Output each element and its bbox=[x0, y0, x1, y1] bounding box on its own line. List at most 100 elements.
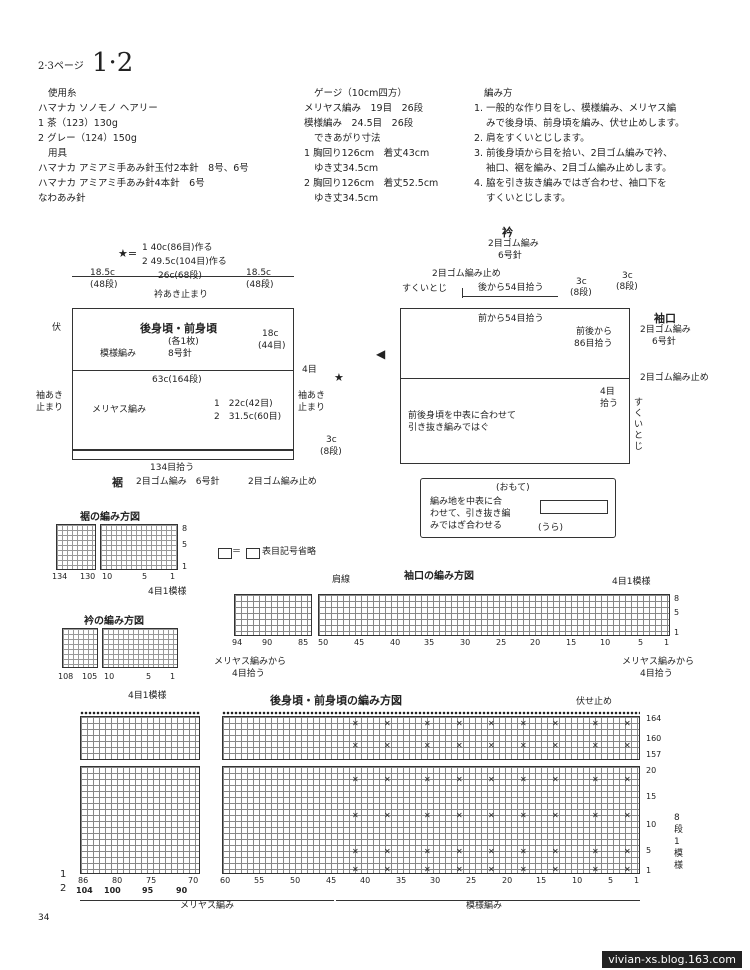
gauge-row-1: メリヤス編み 19目 26段 bbox=[304, 103, 424, 114]
body-num-1: 5 bbox=[608, 876, 614, 885]
cable-cross-mark: ✕ bbox=[592, 741, 599, 750]
bind-label: 伏 bbox=[52, 323, 62, 333]
body-chart-title: 後身頃・前身頃の編み方図 bbox=[270, 694, 402, 707]
neck-stop: 衿あき止まり bbox=[154, 290, 209, 300]
cable-cross-mark: ✕ bbox=[424, 775, 431, 784]
side-height: 18c bbox=[262, 329, 279, 339]
height-2: 2 31.5c(60目) bbox=[214, 412, 282, 422]
pattern-label: 模様編み bbox=[100, 349, 137, 359]
body-num-1: 10 bbox=[572, 876, 583, 885]
legend-box-2 bbox=[246, 548, 260, 559]
tool-2: ハマナカ アミアミ手あみ針4本針 6号 bbox=[38, 178, 205, 189]
body-chart-bottom-right bbox=[222, 766, 640, 874]
body-num-1: 70 bbox=[188, 876, 199, 885]
cable-cross-mark: ✕ bbox=[424, 719, 431, 728]
cuff-chart-grid-left bbox=[234, 594, 312, 636]
body-chart-top-right bbox=[222, 716, 640, 760]
cuff-row: 1 bbox=[674, 628, 680, 637]
size-1b: ゆき丈34.5cm bbox=[314, 163, 379, 174]
gauge-row-2: 模様編み 24.5目 26段 bbox=[304, 118, 414, 129]
body-row-top: 157 bbox=[646, 750, 662, 759]
neck-title: 衿 bbox=[502, 226, 513, 239]
cable-cross-mark: ✕ bbox=[384, 865, 391, 874]
neck-h-right: 3c bbox=[622, 271, 633, 281]
cuff-chart-title: 袖口の編み方図 bbox=[404, 571, 474, 582]
cable-cross-mark: ✕ bbox=[552, 719, 559, 728]
cable-cross-mark: ✕ bbox=[384, 847, 391, 856]
step-line: 1. 一般的な作り目をし、模様編み、メリヤス編 bbox=[474, 103, 677, 114]
cuff-pick-2: 86目拾う bbox=[574, 339, 613, 349]
size-heading: できあがり寸法 bbox=[314, 133, 381, 144]
cable-cross-mark: ✕ bbox=[456, 741, 463, 750]
cuff-chart-grid-right bbox=[318, 594, 670, 636]
cast-on-1: 1 40c(86目)作る bbox=[142, 243, 213, 253]
cable-cross-mark: ✕ bbox=[624, 775, 631, 784]
body-chart-top-left bbox=[80, 716, 200, 760]
cable-cross-mark: ✕ bbox=[352, 865, 359, 874]
repeat-label: 8段1模様 bbox=[674, 813, 684, 871]
neck-h-left: 3c bbox=[576, 277, 587, 287]
cable-cross-mark: ✕ bbox=[520, 741, 527, 750]
body-num-1: 75 bbox=[146, 876, 157, 885]
page-number: 34 bbox=[38, 913, 50, 923]
body-num-1: 50 bbox=[290, 876, 301, 885]
join-illustration bbox=[540, 500, 608, 514]
cuff-rib: 2目ゴム編み bbox=[640, 325, 691, 335]
neck-chart-grid-right bbox=[102, 628, 178, 668]
sleeve-stop-right: 袖あき止まり bbox=[298, 391, 326, 413]
cuff-bind: 2目ゴム編み止め bbox=[640, 373, 709, 383]
neck-h-right-rows: (8段) bbox=[616, 282, 638, 292]
cable-cross-mark: ✕ bbox=[384, 741, 391, 750]
bind-off-label: 伏せ止め bbox=[576, 697, 613, 707]
cable-cross-mark: ✕ bbox=[552, 775, 559, 784]
cable-cross-mark: ✕ bbox=[552, 865, 559, 874]
body-num-2: 104 bbox=[76, 886, 93, 895]
section-pattern: 模様編み bbox=[466, 901, 503, 911]
body-num-1: 45 bbox=[326, 876, 337, 885]
cast-on-2: 2 49.5c(104目)作る bbox=[142, 257, 227, 267]
body-num-1: 20 bbox=[502, 876, 513, 885]
yarn-name: ハマナカ ソノモノ ヘアリー bbox=[38, 103, 158, 114]
sleeve-stop-left: 袖あき止まり bbox=[36, 391, 64, 413]
stockinette-label: メリヤス編み bbox=[92, 405, 147, 415]
body-count: (各1枚) bbox=[168, 337, 199, 347]
step-line: 袖口、裾を編み、2目ゴム編み止めします。 bbox=[486, 163, 672, 174]
neck-num: 108 bbox=[58, 672, 74, 681]
cable-cross-mark: ✕ bbox=[352, 811, 359, 820]
row-1-label: 1 bbox=[60, 869, 67, 880]
body-row-top: 164 bbox=[646, 714, 662, 723]
body-num-1: 60 bbox=[220, 876, 231, 885]
join-detail-3: みではぎ合わせる bbox=[430, 521, 503, 531]
length-label: 63c(164段) bbox=[152, 375, 202, 385]
bind-off-row-left bbox=[80, 711, 200, 715]
cable-cross-mark: ✕ bbox=[456, 847, 463, 856]
cuff-num: 20 bbox=[530, 638, 541, 647]
cuff-num: 85 bbox=[298, 638, 309, 647]
arrow-left: ◀ bbox=[376, 347, 386, 361]
cable-cross-mark: ✕ bbox=[624, 719, 631, 728]
cable-cross-mark: ✕ bbox=[456, 719, 463, 728]
size-2a: 2 胸回り126cm 着丈52.5cm bbox=[304, 178, 439, 189]
tool-3: なわあみ針 bbox=[38, 193, 86, 204]
cable-cross-mark: ✕ bbox=[424, 811, 431, 820]
body-num-1: 30 bbox=[430, 876, 441, 885]
cuff-num: 50 bbox=[318, 638, 329, 647]
cable-cross-mark: ✕ bbox=[592, 847, 599, 856]
cuff-title: 袖口 bbox=[654, 312, 676, 325]
body-row-bot: 5 bbox=[646, 846, 652, 855]
cuff-num: 40 bbox=[390, 638, 401, 647]
cuff-num: 45 bbox=[354, 638, 365, 647]
bind-off-row-right bbox=[222, 711, 640, 715]
cuff-num: 25 bbox=[496, 638, 507, 647]
neck-num: 1 bbox=[170, 672, 176, 681]
cast-on-star: ★= bbox=[118, 247, 138, 260]
cuff-from-2: メリヤス編みから bbox=[622, 657, 695, 667]
size-1a: 1 胸回り126cm 着丈43cm bbox=[304, 148, 430, 159]
color-1: 1 茶（123）130g bbox=[38, 118, 118, 129]
source-watermark: vivian-xs.blog.163.com bbox=[602, 951, 742, 968]
row-2-label: 2 bbox=[60, 883, 67, 894]
instructions-heading: 編み方 bbox=[484, 88, 513, 99]
body-title: 後身頃・前身頃 bbox=[140, 322, 217, 335]
body-num-1: 1 bbox=[634, 876, 640, 885]
cable-cross-mark: ✕ bbox=[488, 775, 495, 784]
